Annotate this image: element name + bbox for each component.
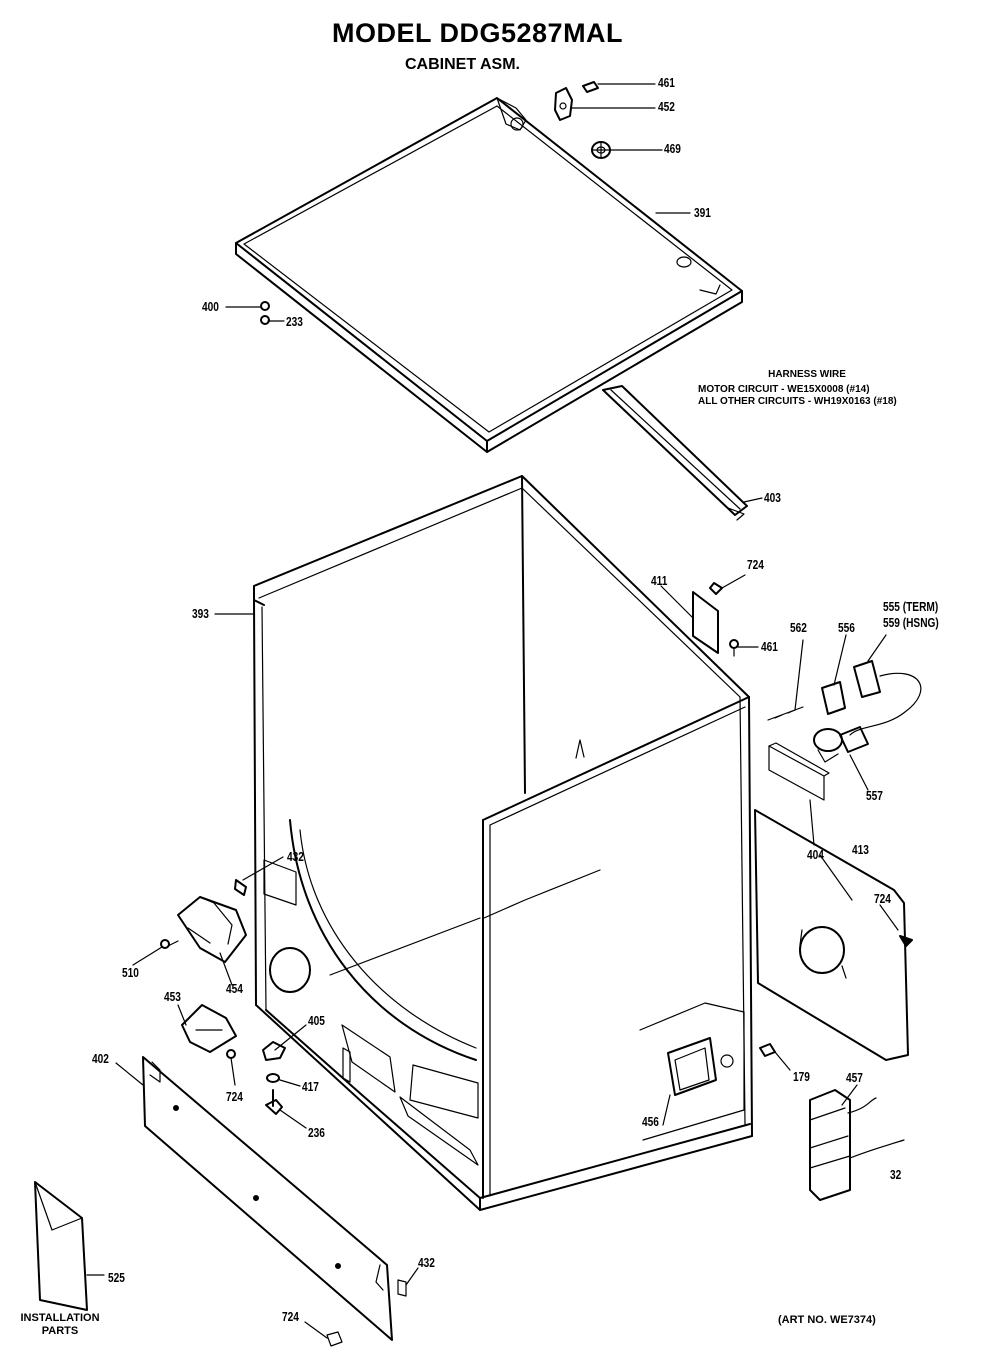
screw-icon — [260, 301, 270, 325]
part-label-469: 469 — [664, 141, 681, 156]
part-label-461-mid: 461 — [761, 639, 778, 654]
door-switch — [160, 879, 286, 1115]
part-label-417: 417 — [302, 1079, 319, 1094]
leader-lines — [86, 83, 899, 1339]
part-label-393: 393 — [192, 606, 209, 621]
wire-harness-icon — [602, 385, 748, 521]
part-label-400: 400 — [202, 299, 219, 314]
page-title: MODEL DDG5287MAL — [332, 18, 624, 48]
installation-parts-line1: INSTALLATION — [20, 1312, 100, 1324]
part-label-432-b: 432 — [418, 1255, 435, 1270]
clip-icon — [554, 81, 611, 159]
part-label-724-c: 724 — [226, 1089, 243, 1104]
part-label-510: 510 — [122, 965, 139, 980]
rear-panel — [754, 742, 913, 1061]
part-label-233: 233 — [286, 314, 303, 329]
harness-note-line1: MOTOR CIRCUIT - WE15X0008 (#14) — [698, 384, 870, 395]
part-label-405: 405 — [308, 1013, 325, 1028]
screw-icon — [759, 1043, 776, 1057]
top-panel — [235, 97, 743, 453]
part-label-402: 402 — [92, 1051, 109, 1066]
part-label-413: 413 — [852, 842, 869, 857]
filter-block — [809, 1089, 905, 1201]
bracket-icon — [692, 582, 739, 657]
part-label-404: 404 — [807, 847, 824, 862]
part-label-179: 179 — [793, 1069, 810, 1084]
part-label-453: 453 — [164, 989, 181, 1004]
cabinet-body — [253, 475, 753, 1211]
part-label-403: 403 — [764, 490, 781, 505]
part-label-724-a: 724 — [747, 557, 764, 572]
part-label-411: 411 — [651, 573, 668, 588]
base-panel — [142, 1056, 407, 1347]
page-subtitle: CABINET ASM. — [405, 56, 520, 73]
part-label-562: 562 — [790, 620, 807, 635]
part-label-724-b: 724 — [874, 891, 891, 906]
art-number: (ART NO. WE7374) — [778, 1314, 876, 1326]
harness-note-heading: HARNESS WIRE — [768, 369, 846, 380]
part-label-391: 391 — [694, 205, 711, 220]
harness-note-line2: ALL OTHER CIRCUITS - WH19X0163 (#18) — [698, 396, 897, 407]
part-label-457: 457 — [846, 1070, 863, 1085]
part-label-525: 525 — [108, 1270, 125, 1285]
part-label-236: 236 — [308, 1125, 325, 1140]
part-label-454: 454 — [226, 981, 243, 996]
part-label-461: 461 — [658, 75, 675, 90]
part-label-559: 559 (HSNG) — [883, 615, 939, 630]
part-label-32: 32 — [890, 1167, 902, 1182]
part-label-456: 456 — [642, 1114, 659, 1129]
part-label-555: 555 (TERM) — [883, 599, 939, 614]
cord-plug-icon — [767, 660, 922, 763]
part-label-452: 452 — [658, 99, 675, 114]
installation-parts-line2: PARTS — [41, 1325, 79, 1337]
part-label-557: 557 — [866, 788, 883, 803]
part-label-724-d: 724 — [282, 1309, 299, 1324]
part-label-432-a: 432 — [287, 849, 304, 864]
part-label-556: 556 — [838, 620, 855, 635]
envelope-icon — [34, 1181, 88, 1311]
